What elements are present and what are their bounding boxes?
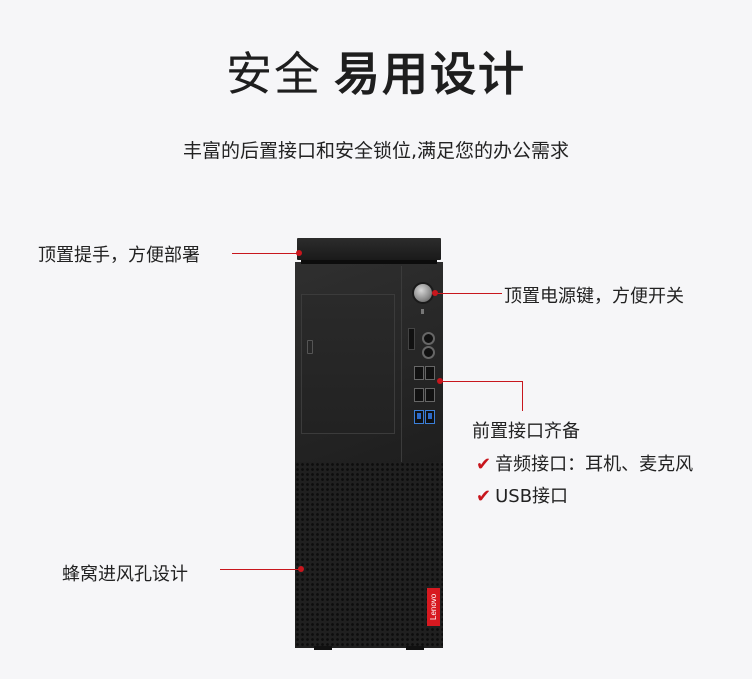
desktop-tower-image: Lenovo [292, 238, 446, 650]
usb-port-icon [414, 366, 424, 380]
top-handle [297, 238, 441, 260]
callout-ports-audio: ✔音频接口：耳机、麦克风 [476, 450, 693, 476]
callout-power-dot [432, 290, 438, 296]
title-light: 安全 [226, 47, 322, 101]
check-icon: ✔ [476, 486, 492, 507]
usb-port-icon [425, 366, 435, 380]
callout-vent: 蜂窝进风孔设计 [62, 564, 188, 585]
honeycomb-vent [295, 462, 443, 648]
case-foot [406, 646, 424, 650]
page-title: 安全易用设计 [0, 38, 752, 104]
callout-ports-heading: 前置接口齐备 [472, 421, 580, 442]
callout-ports-usb: ✔USB接口 [476, 482, 568, 508]
ports-usb-text: USB接口 [495, 486, 569, 507]
check-icon: ✔ [476, 454, 492, 475]
optical-drive [301, 294, 395, 434]
panel-divider [401, 266, 402, 462]
subtitle: 丰富的后置接口和安全锁位,满足您的办公需求 [182, 140, 570, 162]
callout-ports-vline [522, 381, 523, 411]
callout-power-line [436, 293, 502, 294]
callout-vent-dot [298, 566, 304, 572]
callout-power: 顶置电源键，方便开关 [504, 286, 684, 307]
usb3-port-icon [425, 410, 435, 424]
callout-handle-dot [296, 250, 302, 256]
card-reader-slot [408, 328, 415, 350]
title-bold: 易用设计 [334, 47, 526, 101]
microphone-jack-icon [422, 346, 435, 359]
callout-handle-line [232, 253, 298, 254]
usb-port-icon [425, 388, 435, 402]
callout-ports-line [441, 381, 523, 382]
callout-ports-dot [437, 378, 443, 384]
power-led [421, 309, 424, 314]
ports-audio-text: 音频接口：耳机、麦克风 [495, 454, 694, 475]
drive-eject-button [307, 340, 313, 354]
headphone-jack-icon [422, 332, 435, 345]
usb3-port-icon [414, 410, 424, 424]
handle-gap [301, 260, 437, 264]
case-foot [314, 646, 332, 650]
usb-port-icon [414, 388, 424, 402]
power-button-icon [414, 284, 432, 302]
lenovo-logo: Lenovo [427, 588, 440, 626]
callout-vent-line [220, 569, 300, 570]
callout-handle: 顶置提手，方便部署 [38, 245, 200, 266]
